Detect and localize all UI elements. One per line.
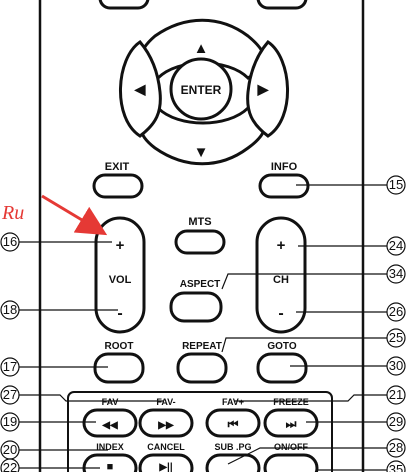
down-arrow-icon: ▼ xyxy=(194,144,209,161)
enter-button[interactable] xyxy=(169,57,233,121)
callout-29: 29 xyxy=(389,414,403,429)
fav-minus-button[interactable] xyxy=(138,408,194,438)
dpad-right-button[interactable] xyxy=(246,40,289,138)
top-button-left[interactable] xyxy=(98,0,150,10)
callout-24: 24 xyxy=(389,238,403,253)
leader-lines xyxy=(18,184,388,471)
enter-label: ENTER xyxy=(181,83,222,97)
root-button[interactable] xyxy=(93,352,145,384)
fav-plus-label: FAV+ xyxy=(222,397,244,407)
callout-30: 30 xyxy=(389,358,403,373)
on-off-label: ON/OFF xyxy=(274,442,308,452)
callout-22: 22 xyxy=(3,460,17,472)
aspect-button[interactable] xyxy=(169,291,223,323)
previous-icon: ⏮ xyxy=(228,417,239,431)
cancel-label: CANCEL xyxy=(147,442,185,452)
sub-pg-label: SUB .PG xyxy=(214,442,251,452)
mts-label: MTS xyxy=(188,216,211,228)
aspect-label: ASPECT xyxy=(180,279,221,290)
ch-label: CH xyxy=(273,274,289,286)
up-arrow-icon: ▲ xyxy=(194,40,209,57)
callout-18: 18 xyxy=(3,302,17,317)
goto-button[interactable] xyxy=(256,352,308,384)
right-arrow-icon: ▶ xyxy=(257,81,270,97)
fast-forward-icon: ▶▶ xyxy=(157,420,175,431)
stop-icon: ■ xyxy=(107,461,114,472)
red-arrow-icon xyxy=(41,194,108,236)
repeat-button[interactable] xyxy=(176,352,228,384)
callout-34: 34 xyxy=(389,266,403,281)
fav-label: FAV xyxy=(102,397,119,407)
annotation-text: Ru xyxy=(1,202,24,224)
left-arrow-icon: ◀ xyxy=(134,81,146,97)
mts-button[interactable] xyxy=(174,229,226,255)
dpad: ENTER ▲ ▼ ◀ ▶ xyxy=(119,18,289,166)
index-label: INDEX xyxy=(96,442,124,452)
vol-up-label: + xyxy=(116,237,125,254)
media-panel xyxy=(67,391,333,472)
callout-26: 26 xyxy=(389,304,403,319)
callout-27: 27 xyxy=(3,387,17,402)
leader-27 xyxy=(18,394,164,402)
cancel-button[interactable] xyxy=(138,453,194,472)
callout-19: 19 xyxy=(3,414,17,429)
callout-17: 17 xyxy=(3,359,17,374)
leader-25 xyxy=(221,337,388,353)
callout-25: 25 xyxy=(389,330,403,345)
exit-label: EXIT xyxy=(105,161,130,173)
callouts-left: 16 18 17 27 19 20 22 xyxy=(0,232,20,472)
callout-15: 15 xyxy=(389,177,403,192)
on-off-button[interactable] xyxy=(263,453,319,472)
callout-35: 35 xyxy=(389,462,403,472)
dpad-left-button[interactable] xyxy=(119,40,162,138)
callouts-right: 15 24 34 26 25 30 21 29 28 35 xyxy=(386,175,406,472)
leader-21 xyxy=(234,394,388,402)
freeze-button[interactable] xyxy=(263,408,319,438)
top-button-right[interactable] xyxy=(256,0,308,10)
vol-down-label: - xyxy=(117,305,122,322)
leader-28 xyxy=(227,447,388,465)
ch-down-label: - xyxy=(278,305,283,322)
fav-plus-button[interactable] xyxy=(205,408,261,438)
rewind-icon: ◀◀ xyxy=(101,420,118,431)
callout-16: 16 xyxy=(3,234,17,249)
ch-up-label: + xyxy=(277,237,286,254)
callout-20: 20 xyxy=(3,442,17,457)
info-button[interactable] xyxy=(258,173,310,199)
info-label: INFO xyxy=(271,161,298,173)
next-icon: ⏭ xyxy=(286,417,297,431)
leader-34 xyxy=(221,273,388,290)
ch-rocker[interactable] xyxy=(255,216,307,334)
fav-minus-label: FAV- xyxy=(156,397,175,407)
exit-button[interactable] xyxy=(92,173,144,199)
callout-21: 21 xyxy=(389,387,403,402)
play-pause-icon: ▶|| xyxy=(158,462,172,472)
callout-28: 28 xyxy=(389,440,403,455)
vol-label: VOL xyxy=(109,274,132,286)
sub-pg-button[interactable] xyxy=(205,453,261,472)
goto-label: GOTO xyxy=(267,341,296,352)
red-annotation: Ru xyxy=(1,194,108,236)
vol-rocker[interactable] xyxy=(94,216,146,334)
root-label: ROOT xyxy=(105,341,134,352)
freeze-label: FREEZE xyxy=(273,397,309,407)
repeat-label: REPEAT xyxy=(182,341,222,352)
fav-button[interactable] xyxy=(82,408,138,438)
